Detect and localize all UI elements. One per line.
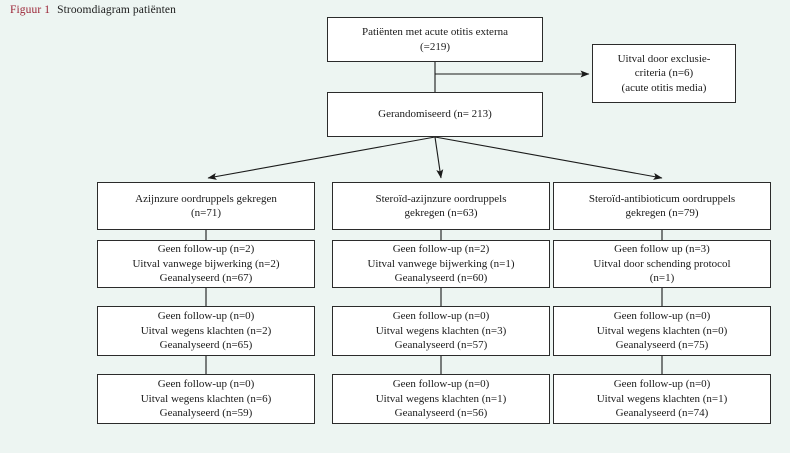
- node-randomized-line1: Gerandomiseerd (n= 213): [378, 108, 492, 121]
- figure-caption: Figuur 1 Stroomdiagram patiënten: [10, 4, 176, 16]
- node-arm-c-line2: gekregen (n=79): [625, 207, 699, 219]
- node-b1-line2: Uitval vanwege bijwerking (n=1): [367, 257, 515, 270]
- node-arm-a-header: Azijnzure oordruppels gekregen (n=71): [97, 182, 315, 230]
- node-randomized: Gerandomiseerd (n= 213): [327, 92, 543, 137]
- node-a1-line1: Geen follow-up (n=2): [157, 243, 255, 256]
- node-arm-c-step-1: Geen follow up (n=3) Uitval door schendi…: [553, 240, 771, 288]
- figure-title: Stroomdiagram patiënten: [57, 4, 176, 16]
- node-arm-a-step-2: Geen follow-up (n=0) Uitval wegens klach…: [97, 306, 315, 356]
- node-arm-a-line1: Azijnzure oordruppels gekregen: [135, 192, 277, 205]
- node-enrolled-line2: (=219): [419, 40, 451, 53]
- node-c3-line2: Uitval wegens klachten (n=1): [596, 392, 728, 405]
- node-a1-line2: Uitval vanwege bijwerking (n=2): [132, 257, 280, 270]
- node-c1-line1: Geen follow up (n=3): [614, 243, 710, 256]
- node-enrolled-patients: Patiënten met acute otitis externa (=219…: [327, 17, 543, 62]
- node-b3-line1: Geen follow-up (n=0): [392, 378, 490, 391]
- node-arm-b-step-1: Geen follow-up (n=2) Uitval vanwege bijw…: [332, 240, 550, 288]
- node-arm-b-header: Steroïd-azijnzure oordruppels gekregen (…: [332, 182, 550, 230]
- node-b2-line3: Geanalyseerd (n=57): [394, 339, 488, 352]
- node-excluded-line2: criteria (n=6): [634, 67, 694, 80]
- node-a2-line3: Geanalyseerd (n=65): [159, 339, 253, 352]
- node-b1-line3: Geanalyseerd (n=60): [394, 272, 488, 285]
- node-b1-line1: Geen follow-up (n=2): [392, 243, 490, 256]
- node-a2-line2: Uitval wegens klachten (n=2): [140, 324, 272, 337]
- node-b2-line2: Uitval wegens klachten (n=3): [375, 324, 507, 337]
- node-c1-line2: Uitval door schending protocol: [593, 257, 731, 270]
- node-enrolled-line1: Patiënten met acute otitis externa: [361, 26, 508, 38]
- node-c2-line1: Geen follow-up (n=0): [613, 310, 711, 323]
- node-c2-line2: Uitval wegens klachten (n=0): [596, 324, 728, 337]
- node-arm-c-step-3: Geen follow-up (n=0) Uitval wegens klach…: [553, 374, 771, 424]
- node-excluded-patients: Uitval door exclusie- criteria (n=6) (ac…: [592, 44, 736, 103]
- node-arm-a-step-3: Geen follow-up (n=0) Uitval wegens klach…: [97, 374, 315, 424]
- node-a1-line3: Geanalyseerd (n=67): [159, 272, 253, 285]
- node-b3-line3: Geanalyseerd (n=56): [394, 407, 488, 420]
- node-arm-b-step-3: Geen follow-up (n=0) Uitval wegens klach…: [332, 374, 550, 424]
- node-a3-line3: Geanalyseerd (n=59): [159, 407, 253, 420]
- node-a3-line1: Geen follow-up (n=0): [157, 378, 255, 391]
- node-arm-a-step-1: Geen follow-up (n=2) Uitval vanwege bijw…: [97, 240, 315, 288]
- figure-number: Figuur 1: [10, 4, 51, 16]
- node-b3-line2: Uitval wegens klachten (n=1): [375, 392, 507, 405]
- node-excluded-line1: Uitval door exclusie-: [617, 52, 711, 65]
- node-arm-c-line1: Steroïd-antibioticum oordruppels: [588, 192, 736, 205]
- node-arm-c-header: Steroïd-antibioticum oordruppels gekrege…: [553, 182, 771, 230]
- node-arm-b-line2: gekregen (n=63): [404, 207, 478, 219]
- node-arm-b-step-2: Geen follow-up (n=0) Uitval wegens klach…: [332, 306, 550, 356]
- node-c2-line3: Geanalyseerd (n=75): [615, 339, 709, 352]
- node-c3-line3: Geanalyseerd (n=74): [615, 407, 709, 420]
- node-arm-a-line2: (n=71): [190, 207, 222, 219]
- node-arm-b-line1: Steroïd-azijnzure oordruppels: [375, 192, 507, 205]
- node-excluded-line3: (acute otitis media): [621, 81, 707, 94]
- node-c3-line1: Geen follow-up (n=0): [613, 378, 711, 391]
- node-a3-line2: Uitval wegens klachten (n=6): [140, 392, 272, 405]
- node-arm-c-step-2: Geen follow-up (n=0) Uitval wegens klach…: [553, 306, 771, 356]
- node-b2-line1: Geen follow-up (n=0): [392, 310, 490, 323]
- node-c1-line3: (n=1): [649, 272, 675, 285]
- node-a2-line1: Geen follow-up (n=0): [157, 310, 255, 323]
